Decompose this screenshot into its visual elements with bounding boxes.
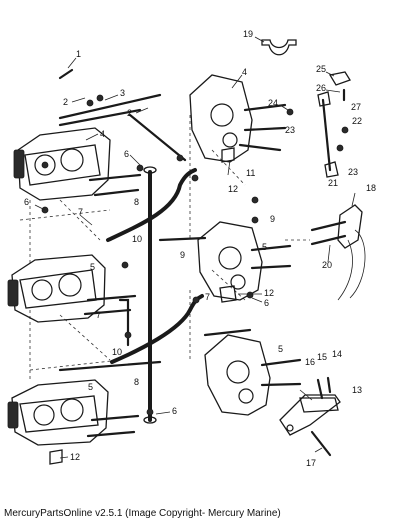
carburetor-middle-right[interactable] — [197, 221, 292, 303]
callout-6: 6 — [124, 149, 129, 159]
callout-14: 14 — [332, 349, 342, 359]
callout-12: 12 — [264, 288, 274, 298]
callout-6: 6 — [264, 298, 269, 308]
callout-15: 15 — [317, 352, 327, 362]
callout-6: 6 — [172, 406, 177, 416]
fittings-and-washers — [41, 68, 349, 416]
callout-9: 9 — [270, 214, 275, 224]
callout-25: 25 — [316, 64, 326, 74]
callout-1: 1 — [76, 49, 81, 59]
callout-23: 23 — [285, 125, 295, 135]
callout-10: 10 — [132, 234, 142, 244]
callout-leaders — [34, 36, 356, 459]
callout-5: 5 — [88, 382, 93, 392]
callout-11: 11 — [246, 168, 255, 178]
callout-20: 20 — [322, 260, 332, 270]
image-copyright-caption: MercuryPartsOnline v2.5.1 (Image Copyrig… — [4, 508, 281, 519]
small-bracket[interactable] — [328, 71, 351, 102]
callout-12: 12 — [70, 452, 80, 462]
carburetor-bottom-left[interactable] — [7, 379, 140, 465]
callout-7: 7 — [205, 292, 210, 302]
carburetor-bottom-right[interactable] — [204, 334, 302, 416]
callout-7: 7 — [78, 207, 83, 217]
callout-8: 8 — [134, 197, 139, 207]
carburetor-top-right[interactable] — [189, 74, 287, 163]
callout-4: 4 — [242, 67, 247, 77]
callout-4: 4 — [100, 129, 105, 139]
link-arm[interactable] — [317, 91, 339, 178]
clip-bracket[interactable] — [261, 39, 297, 56]
mounting-bracket[interactable] — [279, 376, 341, 457]
callout-5: 5 — [262, 242, 267, 252]
callout-19: 19 — [243, 29, 253, 39]
enrichment-valve[interactable] — [310, 204, 366, 301]
callout-6: 6 — [24, 197, 29, 207]
callout-24: 24 — [268, 98, 278, 108]
callout-7: 7 — [96, 310, 101, 320]
callout-17: 17 — [306, 458, 316, 468]
callout-26: 26 — [316, 83, 326, 93]
linkage-rods[interactable] — [58, 93, 252, 372]
callout-21: 21 — [328, 178, 338, 188]
callout-9: 9 — [180, 250, 185, 260]
callout-3: 3 — [120, 88, 125, 98]
callout-2: 2 — [127, 108, 132, 118]
callout-2: 2 — [63, 97, 68, 107]
callout-13: 13 — [352, 385, 362, 395]
callout-labels: 1 2 3 4 2 4 19 25 26 27 24 23 22 23 21 6… — [24, 29, 376, 468]
callout-8: 8 — [134, 377, 139, 387]
callout-27: 27 — [351, 102, 361, 112]
callout-18: 18 — [366, 183, 376, 193]
callout-23: 23 — [348, 167, 358, 177]
callout-5: 5 — [278, 344, 283, 354]
callout-12: 12 — [228, 184, 238, 194]
callout-5: 5 — [90, 262, 95, 272]
carburetor-middle-left[interactable] — [7, 254, 137, 323]
callout-10: 10 — [112, 347, 122, 357]
alignment-dashes — [19, 115, 310, 380]
callout-22: 22 — [352, 116, 362, 126]
carburetor-top-left[interactable] — [13, 108, 142, 201]
callout-16: 16 — [305, 357, 315, 367]
vertical-tube[interactable] — [143, 166, 157, 424]
